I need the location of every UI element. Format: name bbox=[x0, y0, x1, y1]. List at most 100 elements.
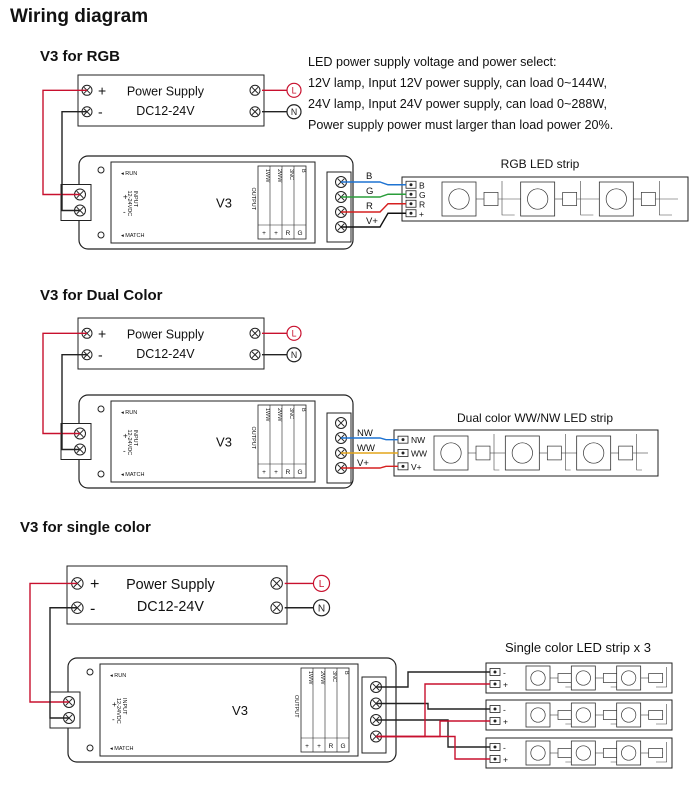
strip-pin-label: + bbox=[419, 209, 424, 219]
input-minus: - bbox=[123, 447, 126, 456]
led-chip bbox=[433, 435, 469, 471]
led-chip bbox=[616, 665, 642, 691]
strip-pad-dot bbox=[409, 192, 413, 196]
resistor bbox=[602, 710, 618, 720]
led-chip bbox=[616, 702, 642, 728]
led-lens bbox=[583, 442, 605, 464]
output-column-label: 1WW bbox=[307, 671, 313, 685]
strip-pad-dot bbox=[493, 682, 497, 686]
neutral-icon-label: N bbox=[291, 350, 297, 360]
input-plus: + bbox=[112, 700, 117, 709]
input-label: INPUT bbox=[121, 698, 127, 715]
strip-pin-label: NW bbox=[411, 435, 425, 445]
led-lens bbox=[530, 707, 546, 723]
strip-pad-dot bbox=[409, 211, 413, 215]
led-chip bbox=[504, 435, 540, 471]
led-chip bbox=[441, 181, 477, 217]
resistor bbox=[648, 748, 664, 758]
trace bbox=[580, 181, 594, 216]
led-chip bbox=[570, 740, 596, 766]
input-label: INPUT bbox=[132, 191, 138, 208]
power-supply-live-terminal bbox=[249, 84, 261, 96]
power-minus-wire bbox=[49, 607, 78, 719]
single-pos-wire-3 bbox=[376, 735, 490, 760]
output-sub-label: G bbox=[297, 469, 302, 476]
trace bbox=[636, 434, 642, 471]
output-column-label: 2WW bbox=[276, 408, 282, 422]
led-chip bbox=[570, 665, 596, 691]
input-terminal-block bbox=[49, 691, 81, 729]
strip-pad-dot bbox=[409, 202, 413, 206]
strip-pad-dot bbox=[401, 438, 405, 442]
output-sub-label: R bbox=[286, 230, 291, 237]
rgb-wire-label: V+ bbox=[366, 216, 378, 227]
live-icon-label: L bbox=[292, 85, 297, 95]
resistor bbox=[640, 192, 656, 206]
rgb-wire-V+ bbox=[341, 212, 406, 228]
mount-hole bbox=[86, 668, 94, 676]
resistor bbox=[618, 445, 634, 461]
dual-wire-label: WW bbox=[357, 443, 375, 454]
input-terminal-block bbox=[60, 423, 92, 460]
strip-pin-label: + bbox=[503, 680, 508, 690]
note-line: LED power supply voltage and power selec… bbox=[308, 55, 557, 69]
output-label: OUTPUT bbox=[250, 188, 256, 211]
dual-wire-label: NW bbox=[357, 428, 373, 439]
output-sub-label: + bbox=[262, 230, 266, 237]
input-minus: - bbox=[123, 208, 126, 217]
input-plus: + bbox=[123, 432, 128, 441]
resistor bbox=[557, 748, 573, 758]
output-column-label: B bbox=[300, 169, 306, 173]
single-neg-wire-2 bbox=[376, 702, 490, 710]
output-column-label: 2WW bbox=[319, 671, 325, 685]
strip-pin-label: WW bbox=[411, 449, 427, 459]
output-terminal bbox=[335, 417, 347, 429]
resistor bbox=[483, 192, 499, 206]
plus-sign: + bbox=[98, 325, 106, 341]
led-chip bbox=[616, 740, 642, 766]
page-title: Wiring diagram bbox=[10, 6, 149, 27]
power-supply-voltage: DC12-24V bbox=[136, 104, 195, 118]
neutral-icon bbox=[286, 104, 302, 120]
single-strip-title: Single color LED strip x 3 bbox=[505, 640, 651, 655]
led-lens bbox=[575, 670, 591, 686]
led-lens bbox=[605, 188, 627, 210]
mount-hole bbox=[97, 470, 105, 478]
dual-wire-label: V+ bbox=[357, 458, 369, 469]
single-neg-wire-3 bbox=[376, 719, 490, 748]
output-sub-label: + bbox=[317, 743, 321, 750]
output-column-label: 1WW bbox=[264, 408, 270, 422]
strip-pad-dot bbox=[493, 719, 497, 723]
neutral-icon-label: N bbox=[318, 603, 325, 614]
output-sub-label: G bbox=[340, 743, 345, 750]
led-chip bbox=[520, 181, 556, 217]
strip-pin-label: B bbox=[419, 180, 425, 190]
input-minus: - bbox=[112, 715, 115, 724]
output-column-label: 3NC bbox=[288, 408, 294, 419]
resistor bbox=[602, 673, 618, 683]
power-supply-notes: LED power supply voltage and power selec… bbox=[308, 52, 613, 136]
resistor bbox=[602, 748, 618, 758]
led-chip bbox=[598, 181, 634, 217]
section-title-single: V3 for single color bbox=[20, 519, 151, 536]
strip-pin-label: G bbox=[419, 190, 426, 200]
output-sub-label: + bbox=[274, 469, 278, 476]
section-title-rgb: V3 for RGB bbox=[40, 48, 121, 65]
led-chip bbox=[525, 665, 551, 691]
led-lens bbox=[621, 745, 637, 761]
led-chip bbox=[576, 435, 612, 471]
strip-pin-label: + bbox=[503, 755, 508, 765]
input-voltage: 12-24VDC bbox=[126, 430, 132, 456]
live-icon bbox=[286, 325, 302, 341]
rgb-wire-B bbox=[341, 181, 406, 186]
led-lens bbox=[448, 188, 470, 210]
live-icon bbox=[312, 574, 331, 593]
note-line: 24V lamp, Input 24V power supply, can lo… bbox=[308, 97, 608, 111]
strip-pad-dot bbox=[409, 183, 413, 187]
trace bbox=[656, 704, 667, 725]
strip-pad-dot bbox=[493, 670, 497, 674]
rgb-wire-label: G bbox=[366, 186, 373, 197]
led-lens bbox=[440, 442, 462, 464]
input-voltage: 12-24VDC bbox=[126, 191, 132, 217]
